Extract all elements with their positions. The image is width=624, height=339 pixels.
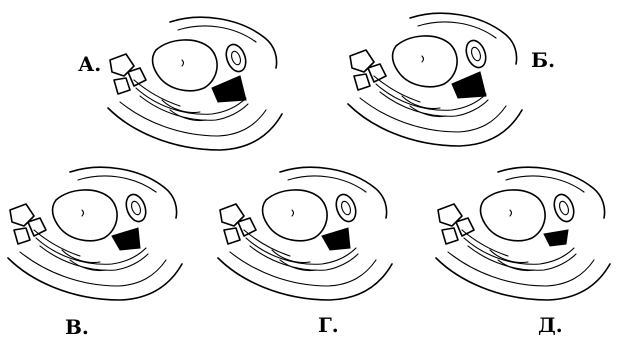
organ-dome xyxy=(53,190,118,241)
pubic-bone xyxy=(551,192,577,224)
pubic-bone xyxy=(123,192,149,224)
pubic-bone-inner xyxy=(470,46,482,62)
organ-dome xyxy=(263,190,328,241)
sacrum xyxy=(350,50,386,90)
tract-line-4 xyxy=(402,96,446,117)
organ-mark xyxy=(182,60,184,66)
sacrum xyxy=(110,54,146,94)
sacrum xyxy=(10,204,46,244)
organ-mark xyxy=(422,56,424,62)
sacrum xyxy=(438,204,474,244)
pelvic-section-1 xyxy=(108,17,282,150)
pubic-bone-inner xyxy=(558,200,570,216)
dark-region xyxy=(212,76,246,102)
organ-mark xyxy=(510,210,512,216)
pelvic-section-2 xyxy=(348,13,522,146)
organ-mark xyxy=(82,210,84,216)
abdominal-wall xyxy=(170,17,277,68)
panel-label-d: Д. xyxy=(538,315,563,335)
pubic-bone-inner xyxy=(130,200,142,216)
tract-line-4 xyxy=(272,250,316,271)
organ-dome xyxy=(153,40,218,91)
dark-region xyxy=(544,230,568,246)
dark-region xyxy=(112,228,140,250)
abdominal-wall xyxy=(70,167,177,218)
dark-region xyxy=(322,228,350,250)
pelvic-section-5 xyxy=(436,167,610,300)
organ-dome xyxy=(481,190,546,241)
panel-label-g: Г. xyxy=(318,315,339,335)
abdominal-wall xyxy=(280,167,387,218)
abdominal-wall xyxy=(410,13,517,64)
dark-region xyxy=(452,72,486,98)
pubic-bone xyxy=(223,42,249,74)
tract-line-4 xyxy=(490,250,534,271)
pubic-bone-inner xyxy=(340,200,352,216)
tract-line-4 xyxy=(62,250,106,271)
panel-label-a: А. xyxy=(78,54,101,74)
pelvic-section-4 xyxy=(218,167,392,300)
pubic-bone xyxy=(333,192,359,224)
organ-mark xyxy=(292,210,294,216)
tract-line-4 xyxy=(162,100,206,121)
pubic-bone-inner xyxy=(230,50,242,66)
panel-label-v: В. xyxy=(65,317,89,337)
panel-label-b: Б. xyxy=(531,50,555,70)
organ-dome xyxy=(393,36,458,87)
pelvic-section-3 xyxy=(8,167,182,300)
abdominal-wall xyxy=(498,167,605,218)
sacrum xyxy=(220,204,256,244)
pubic-bone xyxy=(463,38,489,70)
